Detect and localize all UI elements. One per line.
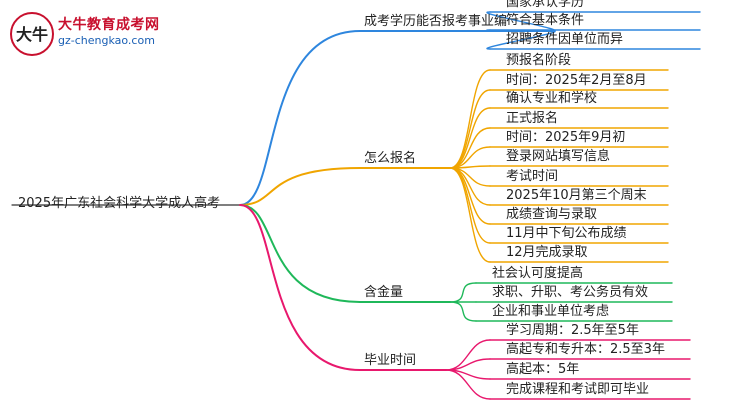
- leaf-topic[interactable]: 学习周期：2.5年至5年: [506, 323, 639, 338]
- leaf-topic[interactable]: 时间：2025年9月初: [506, 130, 626, 145]
- branch-label[interactable]: 毕业时间: [364, 353, 417, 368]
- leaf-topic[interactable]: 求职、升职、考公务员有效: [492, 285, 649, 300]
- leaf-topic[interactable]: 预报名阶段: [506, 53, 572, 68]
- branch-connector: [239, 204, 361, 371]
- child-connector: [445, 369, 491, 400]
- leaf-topic[interactable]: 国家承认学历: [506, 0, 585, 10]
- leaf-topic[interactable]: 成绩查询与录取: [506, 207, 598, 222]
- branch-label[interactable]: 含金量: [364, 285, 404, 300]
- leaf-topic[interactable]: 时间：2025年2月至8月: [506, 73, 647, 88]
- child-connector: [449, 167, 491, 206]
- leaf-topic[interactable]: 2025年10月第三个周末: [506, 188, 647, 203]
- site-logo[interactable]: 大牛 大牛教育成考网 gz-chengkao.com: [8, 8, 178, 58]
- child-connector: [449, 167, 491, 263]
- ox-logo-icon: 大牛: [10, 12, 54, 56]
- leaf-topic[interactable]: 招聘条件因单位而异: [506, 32, 624, 47]
- child-connector: [449, 89, 491, 169]
- branch-label[interactable]: 成考学历能否报考事业编: [364, 14, 508, 29]
- svg-text:大牛: 大牛: [16, 25, 48, 44]
- leaf-topic[interactable]: 高起本：5年: [506, 362, 580, 377]
- branch-connector: [239, 204, 361, 303]
- root-topic: 2025年广东社会科学大学成人高考: [18, 196, 221, 211]
- leaf-topic[interactable]: 企业和事业单位考虑: [492, 304, 610, 319]
- child-connector: [486, 30, 556, 50]
- leaf-topic[interactable]: 12月完成录取: [506, 245, 588, 260]
- leaf-topic[interactable]: 11月中下旬公布成绩: [506, 226, 627, 241]
- branch-connector: [239, 167, 361, 206]
- child-connector: [445, 339, 491, 371]
- site-url: gz-chengkao.com: [58, 34, 155, 47]
- leaf-topic[interactable]: 社会认可度提高: [492, 266, 584, 281]
- child-connector: [449, 69, 491, 169]
- leaf-topic[interactable]: 正式报名: [506, 111, 559, 126]
- child-connector: [449, 167, 491, 244]
- child-connector: [449, 301, 477, 322]
- leaf-topic[interactable]: 高起专和专升本：2.5至3年: [506, 342, 665, 357]
- leaf-topic[interactable]: 确认专业和学校: [506, 91, 598, 106]
- leaf-topic[interactable]: 符合基本条件: [506, 13, 585, 28]
- child-connector: [449, 107, 491, 169]
- child-connector: [449, 282, 477, 303]
- branch-connector: [239, 30, 361, 206]
- site-title: 大牛教育成考网: [58, 17, 160, 33]
- branch-label[interactable]: 怎么报名: [364, 151, 417, 166]
- leaf-topic[interactable]: 完成课程和考试即可毕业: [506, 382, 650, 397]
- leaf-topic[interactable]: 登录网站填写信息: [506, 149, 611, 164]
- leaf-topic[interactable]: 考试时间: [506, 169, 559, 184]
